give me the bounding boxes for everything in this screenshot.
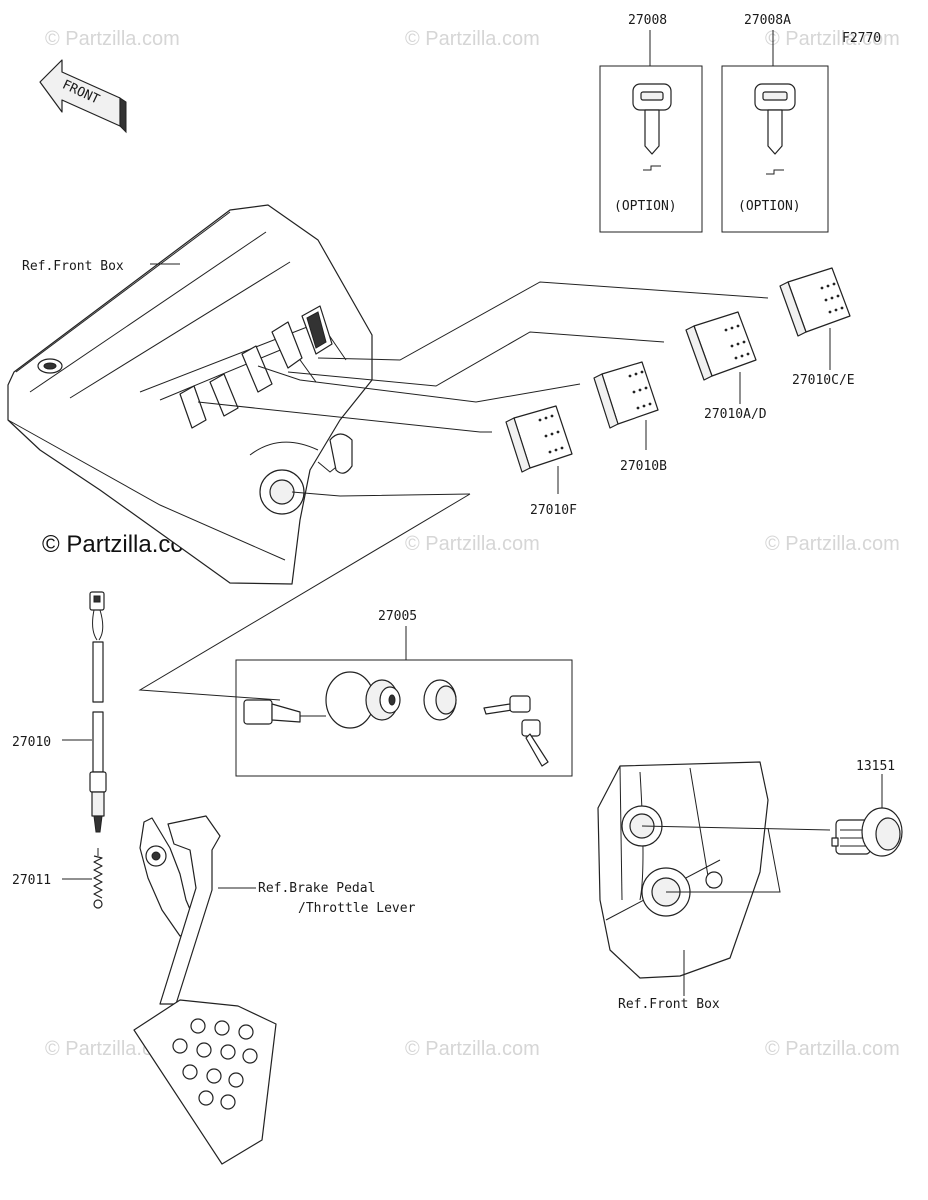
part-label-27005[interactable]: 27005 <box>378 609 417 624</box>
front-box-lower <box>597 761 769 979</box>
front-arrow-icon: FRONT <box>39 59 127 134</box>
option-label-2: (OPTION) <box>738 199 801 214</box>
rocker-switch-27010F <box>505 405 573 473</box>
spring-27011 <box>93 848 103 909</box>
part-label-27010AD[interactable]: 27010A/D <box>704 407 767 422</box>
ref-front-box-top[interactable]: Ref.Front Box <box>22 259 124 274</box>
ref-front-box-bottom[interactable]: Ref.Front Box <box>618 997 720 1012</box>
key-icon <box>632 83 672 155</box>
option-label-1: (OPTION) <box>614 199 677 214</box>
sensor-27010 <box>89 591 107 833</box>
ignition-switch <box>243 671 401 729</box>
part-label-27010B[interactable]: 27010B <box>620 459 667 474</box>
front-box-dashboard <box>7 204 373 585</box>
part-label-27008A[interactable]: 27008A <box>744 13 791 28</box>
brake-pedal <box>133 815 277 1165</box>
watermark: © Partzilla.com <box>765 28 900 50</box>
watermark: © Partzilla.com <box>765 533 900 555</box>
ignition-nut <box>423 679 457 721</box>
watermark: © Partzilla.com <box>405 28 540 50</box>
rocker-switch-27010B <box>593 361 659 429</box>
part-label-27010CE[interactable]: 27010C/E <box>792 373 855 388</box>
figure-code: F2770 <box>842 31 881 46</box>
ignition-keys-icon <box>483 695 549 767</box>
power-socket-13151 <box>831 807 903 857</box>
ignition-assembly-box <box>235 659 573 777</box>
key-icon <box>754 83 796 155</box>
key-box-27008: 27008 (OPTION) <box>599 13 703 233</box>
part-label-27011[interactable]: 27011 <box>12 873 51 888</box>
ref-brake-pedal-2[interactable]: /Throttle Lever <box>298 901 416 916</box>
watermark: © Partzilla.com <box>765 1038 900 1060</box>
rocker-switch-27010CE <box>779 267 851 337</box>
watermark: © Partzilla.com <box>45 28 180 50</box>
part-label-27010[interactable]: 27010 <box>12 735 51 750</box>
part-label-13151[interactable]: 13151 <box>856 759 895 774</box>
part-label-27008[interactable]: 27008 <box>628 13 667 28</box>
ref-brake-pedal-1[interactable]: Ref.Brake Pedal <box>258 881 375 896</box>
watermark: © Partzilla.com <box>405 533 540 555</box>
key-box-27008A: 27008A (OPTION) <box>721 13 829 233</box>
watermark: © Partzilla.com <box>405 1038 540 1060</box>
part-label-27010F[interactable]: 27010F <box>530 503 577 518</box>
rocker-switch-27010AD <box>685 311 757 381</box>
